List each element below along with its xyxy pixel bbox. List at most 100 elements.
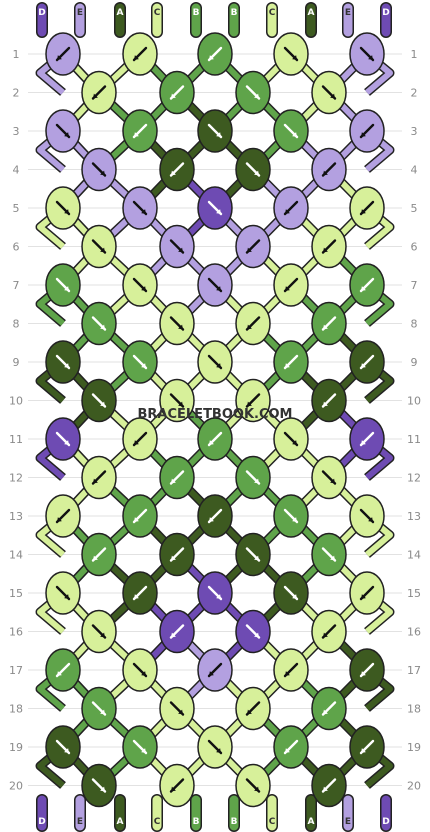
- knot[interactable]: [159, 763, 195, 808]
- row-label-left: 2: [13, 87, 20, 100]
- knot[interactable]: [45, 109, 81, 153]
- knot[interactable]: [273, 571, 309, 615]
- knot[interactable]: [197, 109, 233, 153]
- knot[interactable]: [197, 648, 233, 692]
- knot[interactable]: [45, 417, 81, 461]
- knot[interactable]: [159, 609, 195, 654]
- knot[interactable]: [349, 186, 385, 230]
- knot[interactable]: [122, 340, 158, 384]
- knot[interactable]: [273, 186, 309, 230]
- knot[interactable]: [273, 109, 309, 153]
- knot[interactable]: [311, 224, 347, 269]
- knot[interactable]: [311, 763, 347, 808]
- knot[interactable]: [122, 417, 158, 461]
- knot[interactable]: [159, 378, 195, 423]
- knot[interactable]: [45, 32, 81, 76]
- knot[interactable]: [159, 532, 195, 577]
- knot[interactable]: [273, 263, 309, 307]
- knot[interactable]: [235, 686, 271, 731]
- knot[interactable]: [311, 378, 347, 423]
- row-label-left: 17: [9, 664, 23, 677]
- knot[interactable]: [45, 571, 81, 615]
- knot[interactable]: [197, 340, 233, 384]
- knot[interactable]: [81, 609, 117, 654]
- knot[interactable]: [81, 301, 117, 346]
- row-label-right: 8: [411, 318, 418, 331]
- knot[interactable]: [235, 147, 271, 192]
- arrow-head-icon: [100, 401, 105, 407]
- knot[interactable]: [122, 109, 158, 153]
- knot[interactable]: [349, 109, 385, 153]
- knot[interactable]: [81, 70, 117, 115]
- knot[interactable]: [122, 725, 158, 769]
- knot[interactable]: [311, 301, 347, 346]
- knot[interactable]: [122, 571, 158, 615]
- knot[interactable]: [273, 340, 309, 384]
- knot[interactable]: [197, 571, 233, 615]
- knot[interactable]: [349, 571, 385, 615]
- knot[interactable]: [81, 224, 117, 269]
- knot[interactable]: [197, 186, 233, 230]
- knot[interactable]: [197, 494, 233, 538]
- knot[interactable]: [349, 32, 385, 76]
- knot[interactable]: [349, 648, 385, 692]
- knot[interactable]: [45, 648, 81, 692]
- knot[interactable]: [235, 609, 271, 654]
- knot[interactable]: [81, 686, 117, 731]
- knot[interactable]: [45, 494, 81, 538]
- knot[interactable]: [235, 301, 271, 346]
- knot[interactable]: [159, 455, 195, 500]
- knot[interactable]: [273, 32, 309, 76]
- knot[interactable]: [122, 263, 158, 307]
- knot[interactable]: [273, 648, 309, 692]
- knot[interactable]: [81, 532, 117, 577]
- knot[interactable]: [273, 494, 309, 538]
- knot[interactable]: [349, 417, 385, 461]
- knot[interactable]: [197, 725, 233, 769]
- knot[interactable]: [311, 532, 347, 577]
- knot[interactable]: [45, 725, 81, 769]
- knot-grid: [45, 32, 385, 808]
- knot[interactable]: [235, 532, 271, 577]
- knot[interactable]: [159, 224, 195, 269]
- knot[interactable]: [311, 147, 347, 192]
- knot[interactable]: [159, 70, 195, 115]
- knot[interactable]: [349, 725, 385, 769]
- knot[interactable]: [273, 725, 309, 769]
- knot[interactable]: [45, 186, 81, 230]
- knot[interactable]: [122, 186, 158, 230]
- knot[interactable]: [122, 32, 158, 76]
- knot[interactable]: [81, 455, 117, 500]
- arrow-head-icon: [361, 594, 366, 599]
- knot[interactable]: [235, 378, 271, 423]
- knot[interactable]: [311, 609, 347, 654]
- knot[interactable]: [349, 340, 385, 384]
- knot[interactable]: [311, 455, 347, 500]
- knot[interactable]: [159, 686, 195, 731]
- top-string-label: C: [269, 8, 276, 18]
- knot[interactable]: [349, 263, 385, 307]
- knot[interactable]: [159, 147, 195, 192]
- knot[interactable]: [81, 763, 117, 808]
- knot[interactable]: [235, 763, 271, 808]
- knot[interactable]: [197, 32, 233, 76]
- knot[interactable]: [45, 263, 81, 307]
- knot[interactable]: [197, 417, 233, 461]
- knot[interactable]: [197, 263, 233, 307]
- knot[interactable]: [273, 417, 309, 461]
- knot[interactable]: [235, 70, 271, 115]
- knot[interactable]: [81, 378, 117, 423]
- knot[interactable]: [45, 340, 81, 384]
- knot[interactable]: [159, 301, 195, 346]
- arrow-head-icon: [247, 709, 252, 715]
- knot[interactable]: [122, 494, 158, 538]
- row-label-left: 8: [13, 318, 20, 331]
- knot[interactable]: [311, 686, 347, 731]
- knot[interactable]: [311, 70, 347, 115]
- knot[interactable]: [81, 147, 117, 192]
- arrow-head-icon: [178, 709, 183, 715]
- knot[interactable]: [349, 494, 385, 538]
- knot[interactable]: [235, 455, 271, 500]
- knot[interactable]: [122, 648, 158, 692]
- knot[interactable]: [235, 224, 271, 269]
